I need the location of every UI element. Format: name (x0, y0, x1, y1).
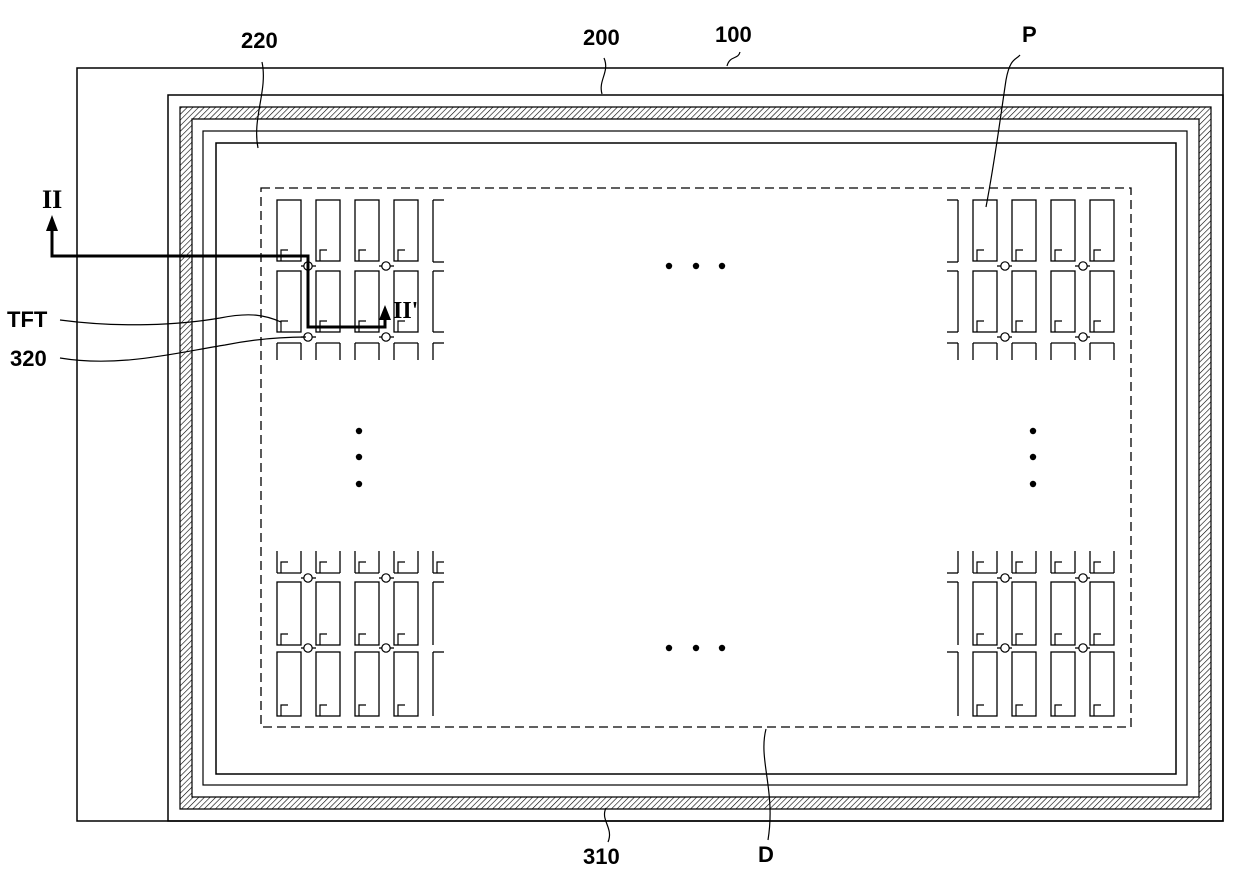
tft-notch (320, 562, 327, 573)
label-pixel: P (1022, 22, 1037, 47)
tft-notch (1055, 562, 1062, 573)
contact-hole (382, 262, 390, 270)
leader-100 (727, 52, 740, 66)
contact-hole (1001, 644, 1009, 652)
contact-hole (1079, 574, 1087, 582)
label-tft: TFT (7, 307, 48, 332)
tft-notch (281, 562, 288, 573)
label-substrate: 100 (715, 22, 752, 47)
contact-hole (1001, 574, 1009, 582)
tft-notch (1016, 562, 1023, 573)
dot (1030, 481, 1036, 487)
label-section-end: II' (393, 298, 418, 324)
contact-hole (1001, 333, 1009, 341)
dot (719, 645, 725, 651)
contact-hole (1079, 333, 1087, 341)
tft-notch (398, 562, 405, 573)
dot (1030, 428, 1036, 434)
dot (356, 454, 362, 460)
label-contact-320: 320 (10, 346, 47, 371)
dot (693, 263, 699, 269)
label-display-area: D (758, 842, 774, 867)
dot (666, 263, 672, 269)
contact-hole (1001, 262, 1009, 270)
section-arrow-end (379, 305, 391, 320)
section-arrow-start (46, 215, 58, 231)
contact-hole (304, 574, 312, 582)
label-section-start: II (42, 185, 62, 214)
dot (719, 263, 725, 269)
label-inner-frame: 220 (241, 28, 278, 53)
leader-200 (601, 58, 606, 94)
tft-notch (437, 562, 444, 573)
tft-notch (359, 562, 366, 573)
leader-lines (60, 52, 1020, 842)
ellipsis-dots (356, 263, 1036, 651)
dot (356, 481, 362, 487)
contact-hole (382, 644, 390, 652)
leader-310 (604, 808, 609, 842)
inner-frame (203, 131, 1187, 785)
label-encapsulation: 200 (583, 25, 620, 50)
contact-hole (382, 574, 390, 582)
dot (356, 428, 362, 434)
contact-hole (1079, 262, 1087, 270)
dot (693, 645, 699, 651)
label-seal-310: 310 (583, 844, 620, 869)
leader-tft (60, 315, 281, 325)
contact-hole (1079, 644, 1087, 652)
tft-notch (1094, 562, 1101, 573)
tft-notch (977, 562, 984, 573)
pixel-array (277, 200, 1114, 716)
contact-hole (382, 333, 390, 341)
leader-220 (257, 62, 264, 148)
contact-hole (304, 644, 312, 652)
dot (1030, 454, 1036, 460)
dot (666, 645, 672, 651)
